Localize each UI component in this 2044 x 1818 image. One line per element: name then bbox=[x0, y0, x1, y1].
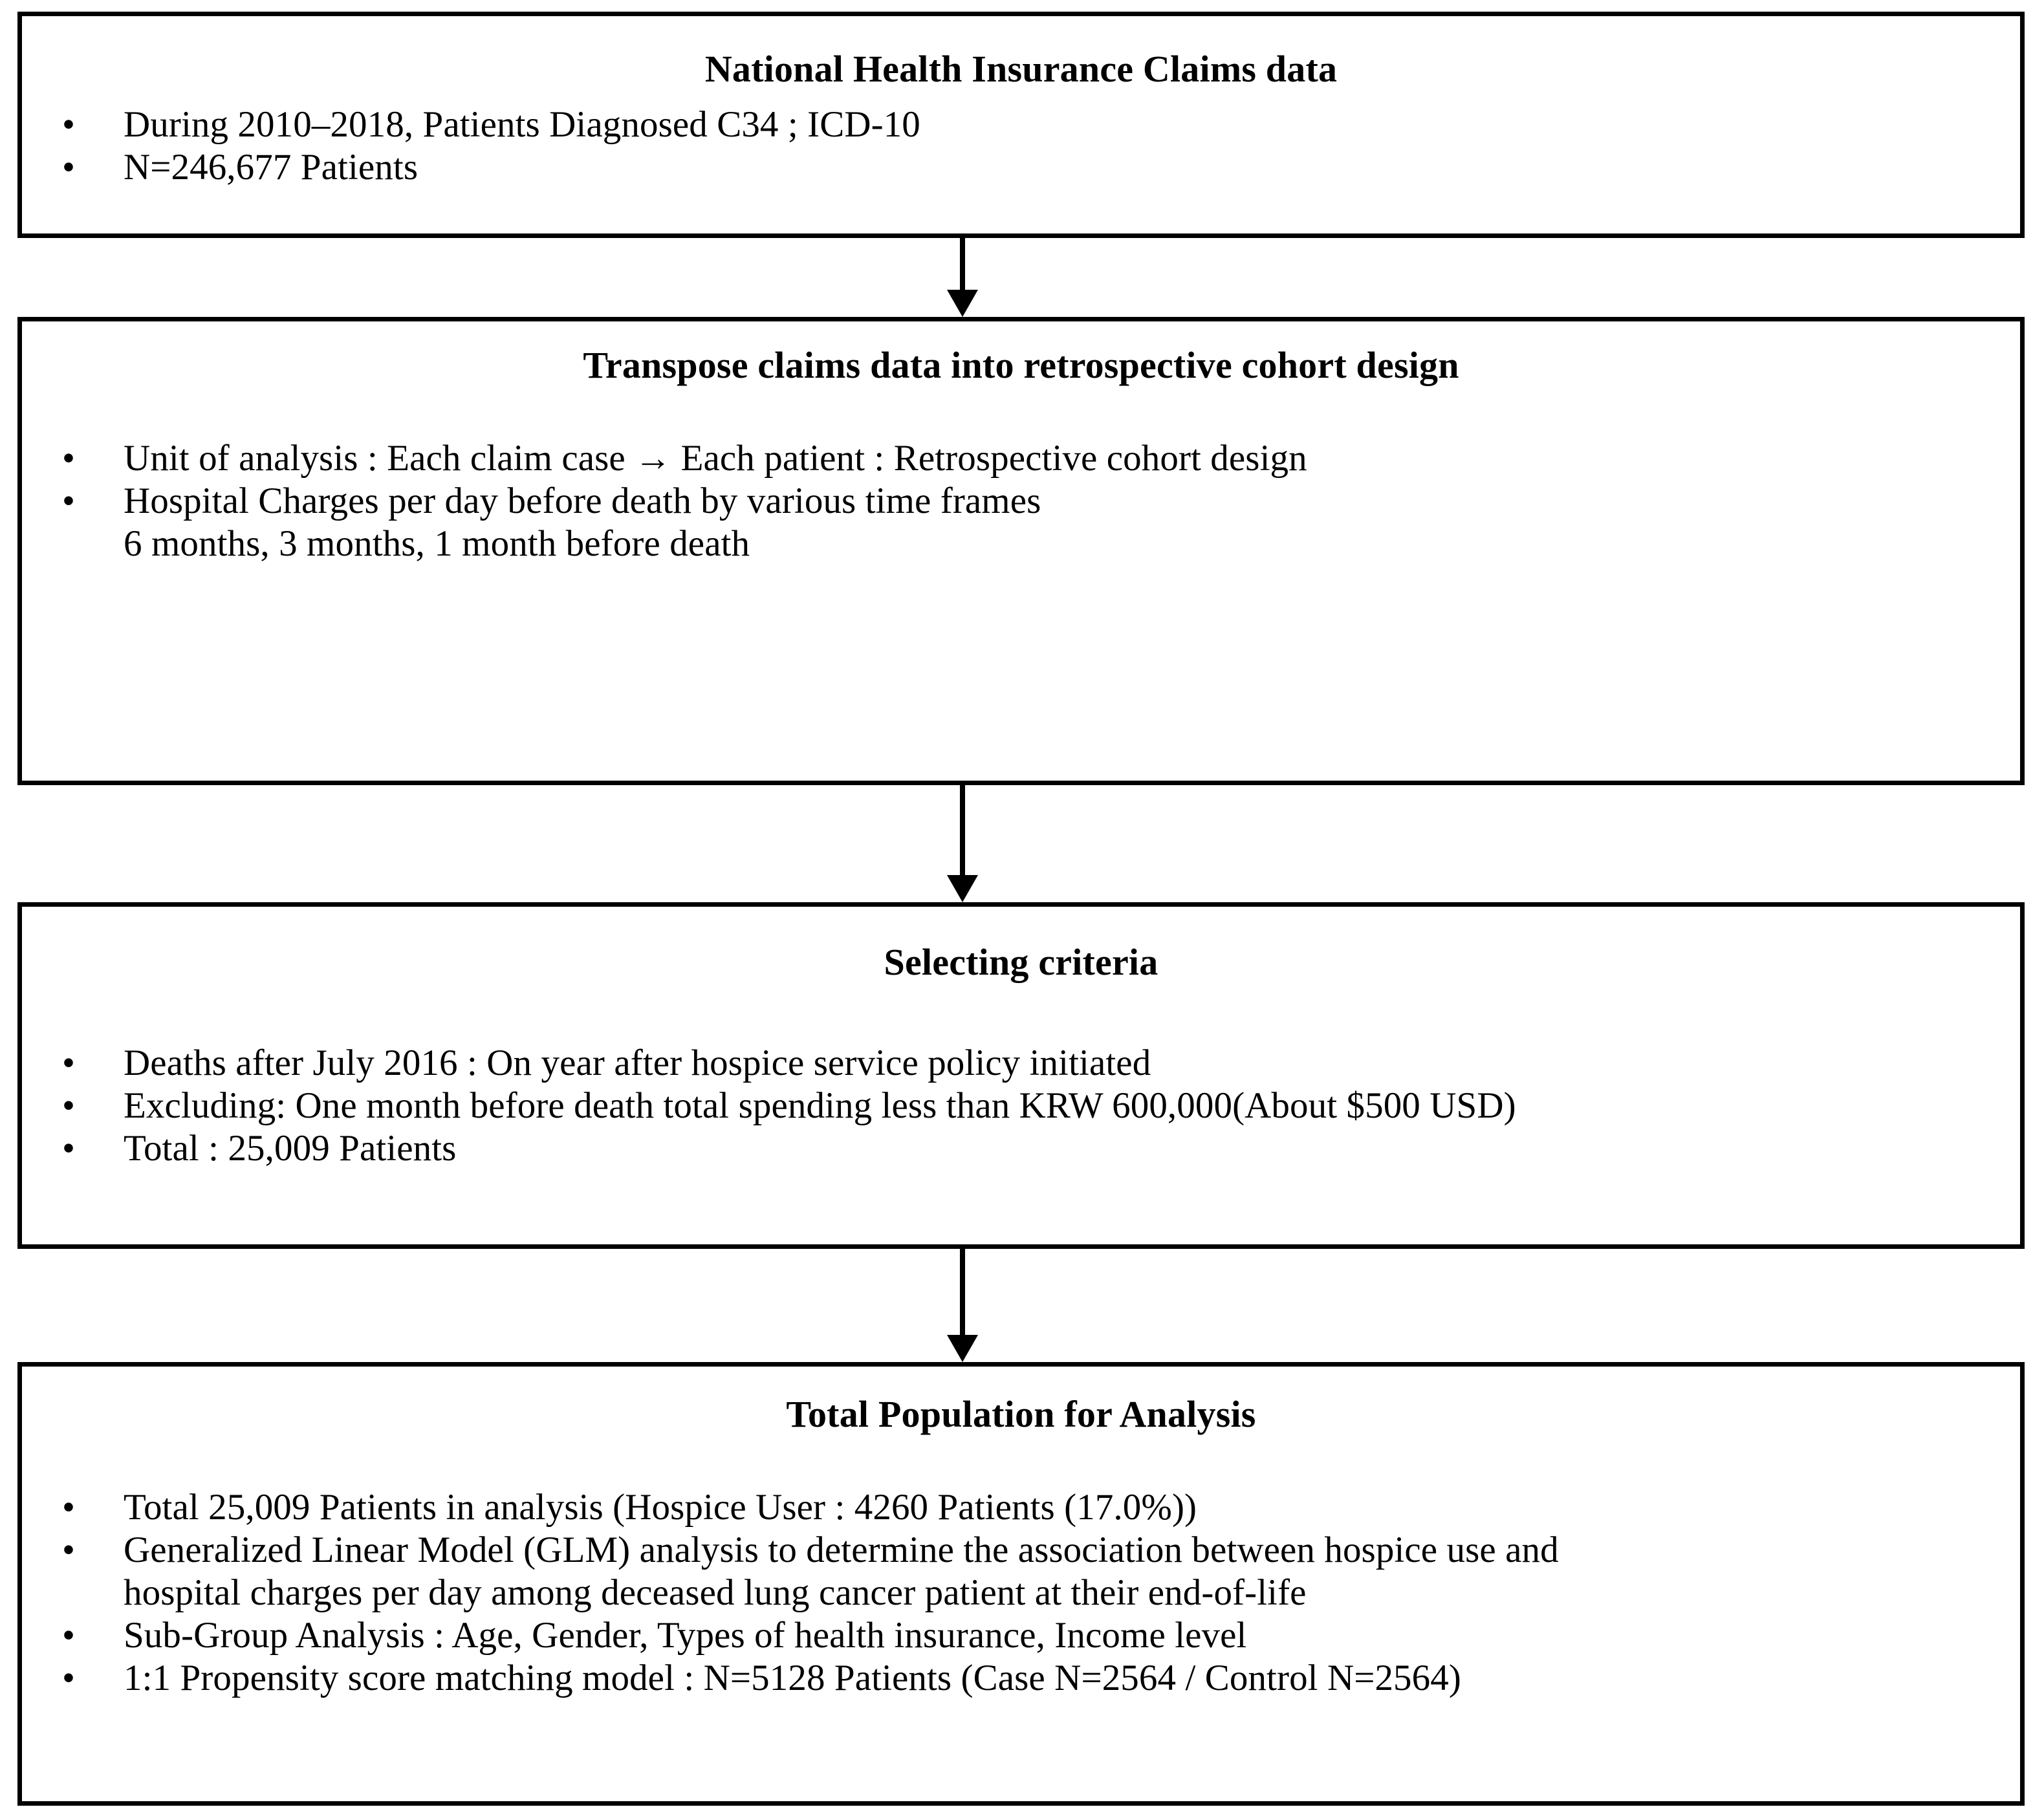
bullet-point-icon: • bbox=[62, 437, 76, 479]
list-item-subline: 6 months, 3 months, 1 month before death bbox=[124, 523, 750, 565]
flow-box-transpose-claims-data: Transpose claims data into retrospective… bbox=[17, 317, 2025, 785]
bullet-list: • Deaths after July 2016 : On year after… bbox=[22, 1042, 2020, 1170]
flow-box-total-population-for-analysis: Total Population for Analysis • Total 25… bbox=[17, 1362, 2025, 1806]
flow-box-selecting-criteria: Selecting criteria • Deaths after July 2… bbox=[17, 902, 2025, 1249]
bullet-list: • Unit of analysis : Each claim case → E… bbox=[22, 437, 2020, 565]
list-item-subline: hospital charges per day among deceased … bbox=[124, 1572, 1307, 1614]
list-item-text: Total 25,009 Patients in analysis (Hospi… bbox=[124, 1486, 1197, 1528]
box-title: Total Population for Analysis bbox=[786, 1393, 1256, 1435]
list-item-text: N=246,677 Patients bbox=[124, 147, 419, 188]
bullet-point-icon: • bbox=[62, 1658, 76, 1699]
bullet-point-icon: • bbox=[62, 1042, 76, 1083]
list-item: • Deaths after July 2016 : On year after… bbox=[22, 1042, 2020, 1085]
list-item-text: Excluding: One month before death total … bbox=[124, 1085, 1516, 1126]
list-item-text: 1:1 Propensity score matching model : N=… bbox=[124, 1658, 1461, 1699]
arrow-head bbox=[947, 290, 978, 317]
bullet-list: • Total 25,009 Patients in analysis (Hos… bbox=[22, 1486, 2020, 1700]
bullet-point-icon: • bbox=[62, 1085, 76, 1126]
arrow-head bbox=[947, 875, 978, 902]
list-item: • Excluding: One month before death tota… bbox=[22, 1085, 2020, 1127]
bullet-point-icon: • bbox=[62, 1128, 76, 1169]
bullet-point-icon: • bbox=[62, 1530, 76, 1570]
arrow-down-icon bbox=[947, 238, 978, 317]
list-item: • Unit of analysis : Each claim case → E… bbox=[22, 437, 2020, 480]
list-item: • 1:1 Propensity score matching model : … bbox=[22, 1657, 2020, 1700]
arrow-shaft bbox=[960, 785, 965, 875]
bullet-list: • During 2010–2018, Patients Diagnosed C… bbox=[22, 103, 2020, 189]
list-item: • Sub-Group Analysis : Age, Gender, Type… bbox=[22, 1614, 2020, 1657]
arrow-shaft bbox=[960, 1249, 965, 1335]
box-title: National Health Insurance Claims data bbox=[704, 48, 1338, 90]
bullet-point-icon: • bbox=[62, 147, 76, 188]
bullet-point-icon: • bbox=[62, 103, 76, 145]
bullet-point-icon: • bbox=[62, 1486, 76, 1528]
list-item-text: Unit of analysis : Each claim case → Eac… bbox=[124, 437, 1307, 479]
list-item-text: Sub-Group Analysis : Age, Gender, Types … bbox=[124, 1615, 1247, 1656]
bullet-point-icon: • bbox=[62, 1615, 76, 1656]
list-item: • Total 25,009 Patients in analysis (Hos… bbox=[22, 1486, 2020, 1529]
arrow-shaft bbox=[960, 238, 965, 290]
arrow-head bbox=[947, 1335, 978, 1362]
list-item-text: Total : 25,009 Patients bbox=[124, 1128, 457, 1169]
box-title: Selecting criteria bbox=[884, 941, 1158, 983]
list-item: • Generalized Linear Model (GLM) analysi… bbox=[22, 1529, 2020, 1614]
box-title: Transpose claims data into retrospective… bbox=[583, 344, 1459, 386]
list-item: • N=246,677 Patients bbox=[22, 146, 2020, 189]
list-item-text: Deaths after July 2016 : On year after h… bbox=[124, 1042, 1151, 1083]
list-item-text: Generalized Linear Model (GLM) analysis … bbox=[124, 1530, 1559, 1570]
list-item: • During 2010–2018, Patients Diagnosed C… bbox=[22, 103, 2020, 146]
arrow-down-icon bbox=[947, 1249, 978, 1362]
list-item-text: Hospital Charges per day before death by… bbox=[124, 481, 1041, 521]
list-item: • Hospital Charges per day before death … bbox=[22, 480, 2020, 565]
flow-box-national-health-insurance-claims-data: National Health Insurance Claims data • … bbox=[17, 12, 2025, 238]
list-item: • Total : 25,009 Patients bbox=[22, 1127, 2020, 1170]
bullet-point-icon: • bbox=[62, 481, 76, 521]
list-item-text: During 2010–2018, Patients Diagnosed C34… bbox=[124, 103, 920, 145]
arrow-down-icon bbox=[947, 785, 978, 902]
